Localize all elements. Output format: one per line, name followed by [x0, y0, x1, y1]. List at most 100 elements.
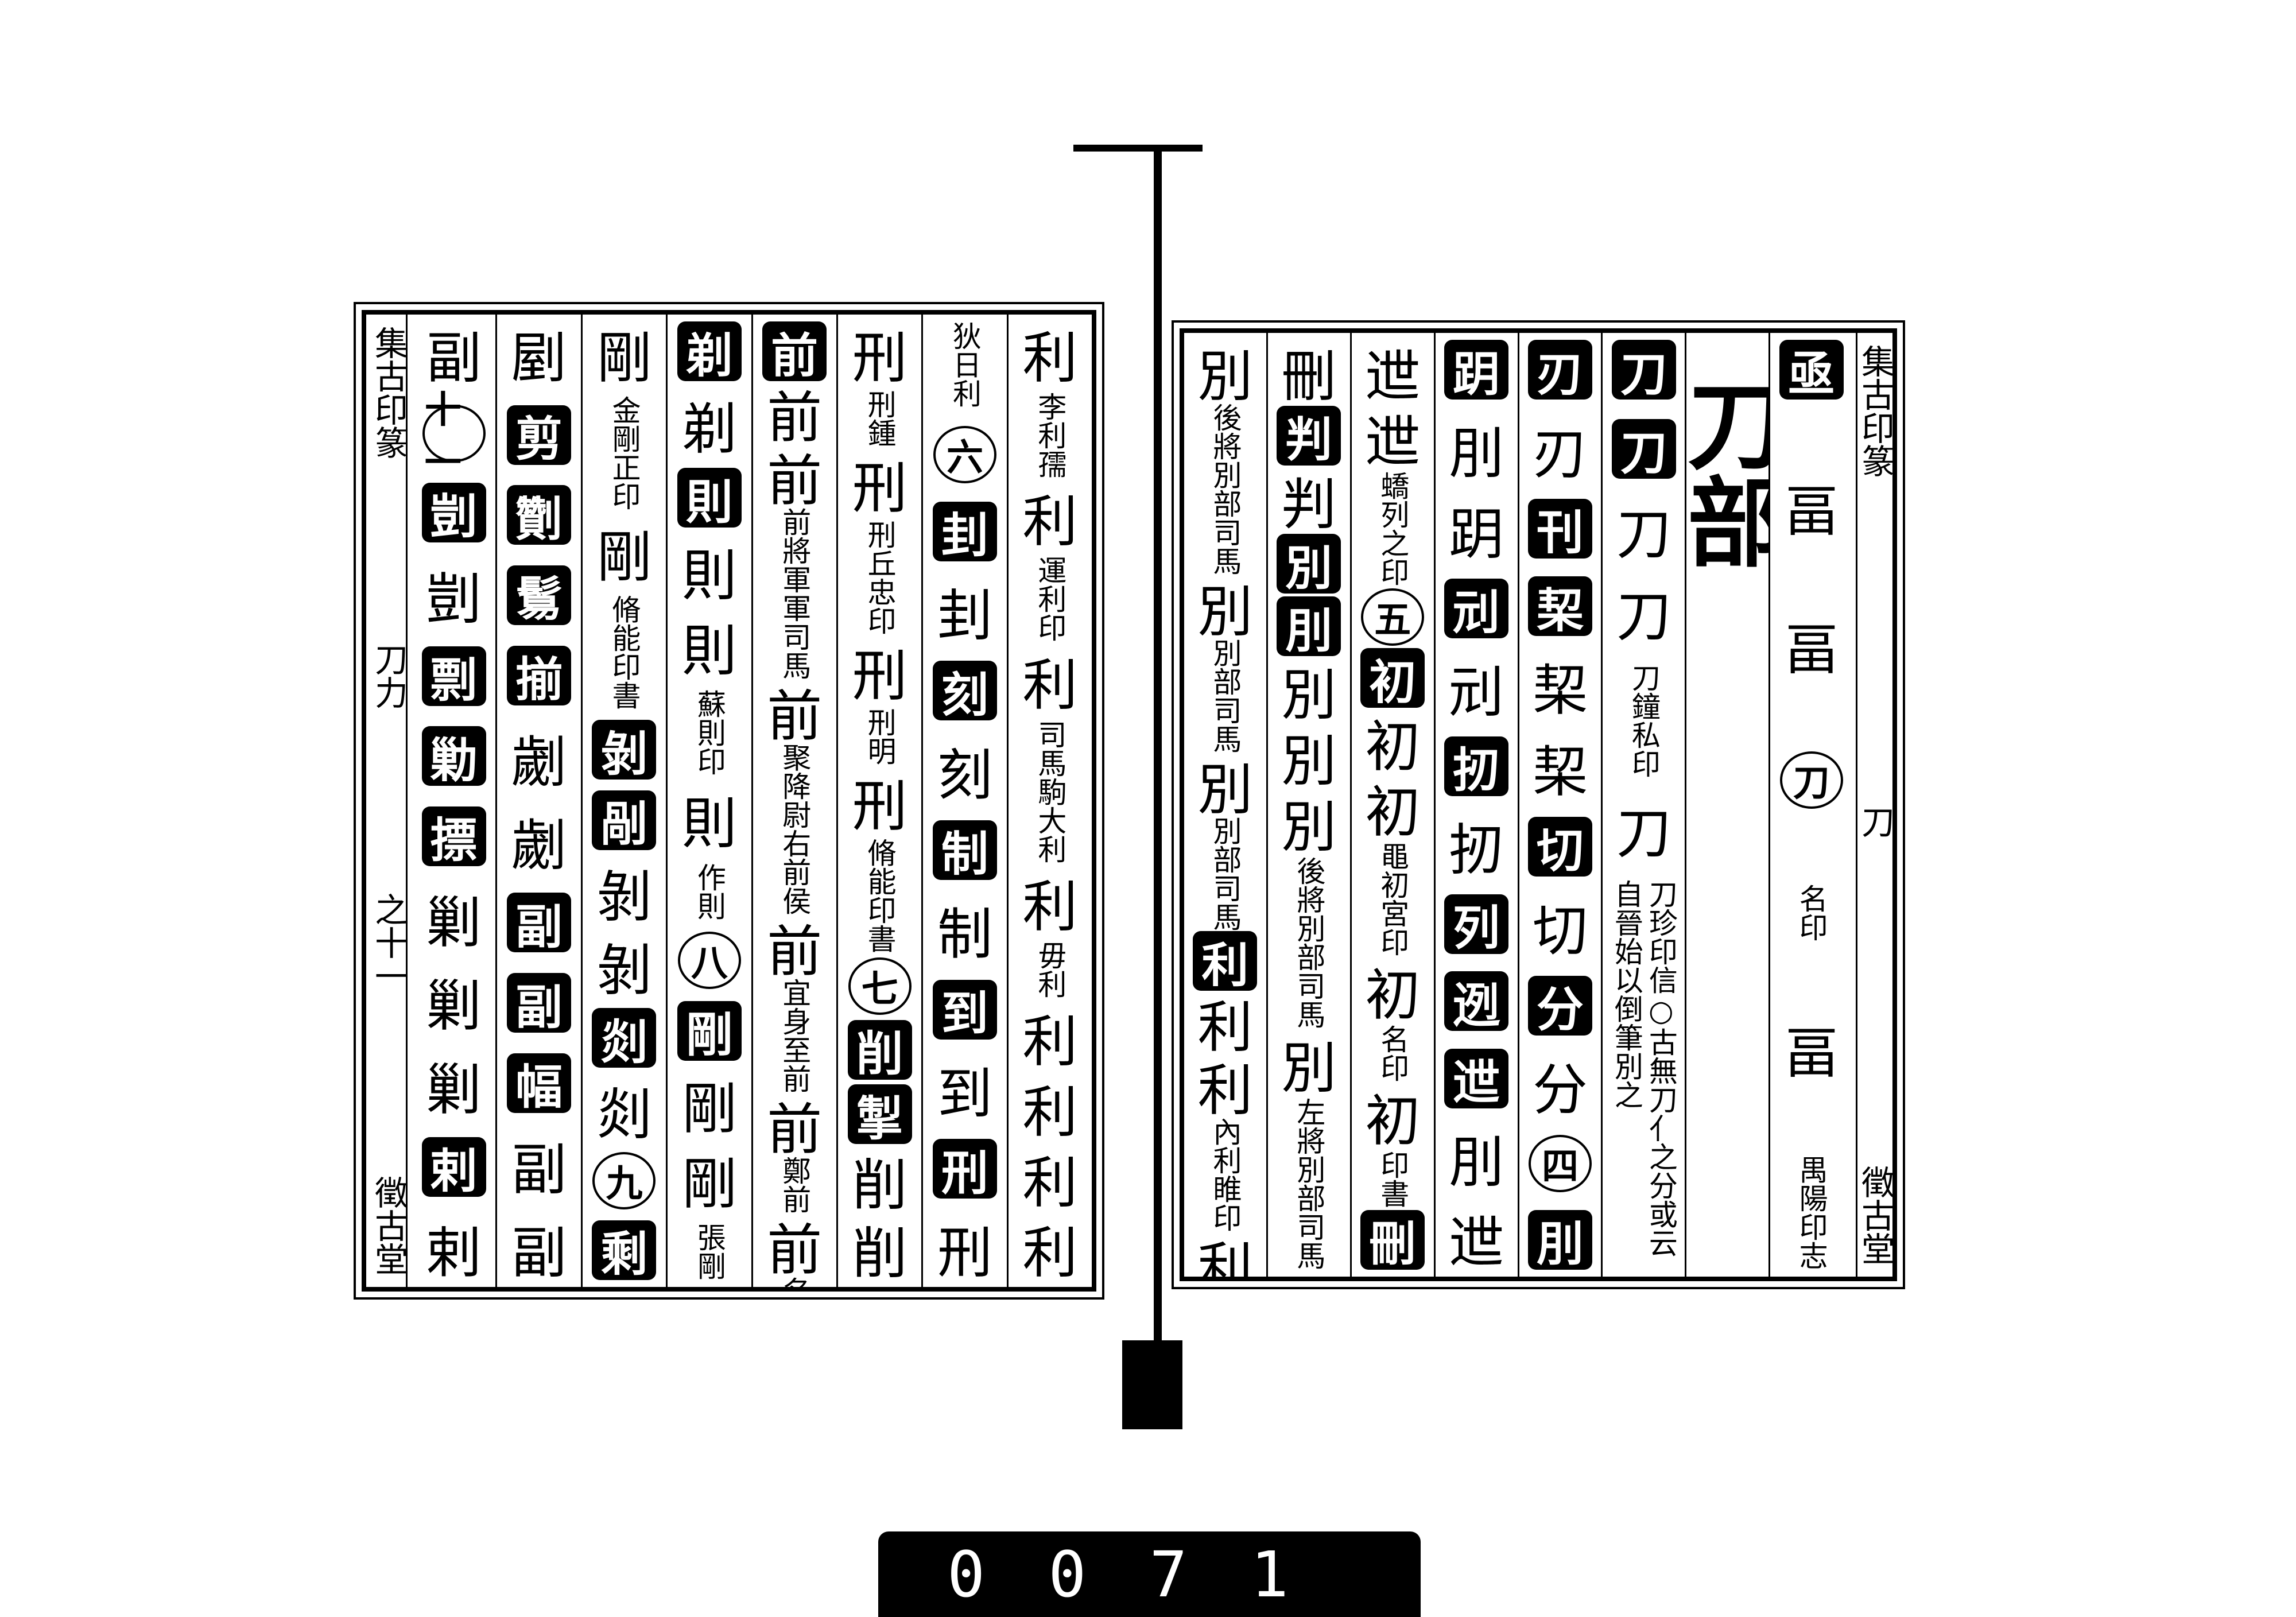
seal-caption: 蟜列之印 — [1376, 471, 1410, 586]
seal-character: 前 — [767, 919, 823, 984]
seal-character: 初 — [1365, 715, 1421, 780]
seal-character: 制 — [937, 902, 992, 967]
seal-white-on-black: 刲 — [932, 501, 997, 563]
seal-caption: 金剛正印 — [607, 395, 641, 510]
seal-caption: 張剛 — [692, 1222, 726, 1280]
seal-character: 利 — [1022, 874, 1078, 939]
seal-character: 利 — [1022, 1080, 1078, 1145]
seal-white-on-black: 前 — [762, 321, 827, 383]
seal-character: 剝 — [596, 864, 652, 929]
seal-character: 剡 — [596, 1083, 652, 1147]
seal-caption: 狄日利 — [948, 321, 982, 408]
right-margin-strip: 集古印篆刀徵古堂 — [1856, 333, 1895, 1277]
seal-caption: 別部司馬 — [1208, 638, 1242, 753]
seal-caption: 後將別部司馬 — [1208, 403, 1242, 575]
seal-character: 剛 — [681, 1077, 737, 1142]
seal-character: 利 — [1022, 1221, 1078, 1286]
seal-character: 刓 — [1449, 660, 1504, 724]
seal-white-on-black: 扨 — [1444, 736, 1509, 798]
entry-column: 別後將別部司馬別別部司馬別別部司馬利利利內利睢印利大利 — [1184, 333, 1266, 1277]
seal-character: 利 — [1022, 325, 1078, 390]
seal-character: 前 — [767, 385, 823, 450]
margin-text: 集古印篆 — [369, 326, 408, 459]
seal-white-on-black: 刀 — [1611, 418, 1676, 480]
margin-text: 集古印篆 — [1856, 344, 1895, 478]
seal-character: 刲 — [937, 583, 992, 648]
seal-character: 栔 — [1532, 658, 1588, 723]
seal-character: 跀 — [1449, 502, 1504, 567]
seal-character: 別 — [1197, 757, 1253, 822]
seal-caption: 蘇則印 — [692, 689, 726, 776]
entry-column: 前前前前將軍軍司馬前聚降尉右前侯前宜身至前前鄭前前名印 — [751, 315, 836, 1287]
seal-character: 別 — [1197, 344, 1253, 409]
seal-character: 刃 — [1532, 421, 1588, 486]
seal-character: 副 — [511, 1137, 567, 1202]
seal-character: 別 — [1197, 579, 1253, 644]
entry-column: 刃刃刊栔栔栔切切分分四刖 — [1517, 333, 1601, 1277]
left-page: 集古印篆刀力之十一徵古堂 利李利孺利運利印利司馬駒大利利毋利利利利利狄日利六刲刲… — [354, 302, 1104, 1300]
seal-white-on-black: 剩 — [592, 1220, 657, 1282]
seal-caption: 脩能印書 — [863, 837, 897, 953]
seal-character: 初 — [1365, 1088, 1421, 1153]
spine-top-bar — [1073, 145, 1203, 152]
seal-caption: 前將軍軍司馬 — [778, 507, 812, 680]
seal-white-on-black: 剴 — [421, 482, 486, 544]
seal-character: 刑 — [852, 774, 907, 839]
seal-caption: 毋利 — [1033, 941, 1067, 999]
margin-text: 刀力 — [369, 642, 408, 709]
entry-column: 跀刖跀刓刓扨扨列迾迣刖迣 — [1433, 333, 1518, 1277]
seal-character: 利 — [1197, 1236, 1253, 1277]
seal-character: 刻 — [937, 743, 992, 808]
left-margin-strip: 集古印篆刀力之十一徵古堂 — [369, 315, 408, 1287]
seal-caption: 禺陽印志 — [1794, 1155, 1828, 1270]
seal-white-on-black: 剡 — [592, 1008, 657, 1070]
seal-caption: 刑明 — [863, 707, 897, 765]
seal-white-on-black: 掣 — [847, 1084, 912, 1146]
seal-character: 刑 — [937, 1221, 992, 1286]
seal-character: 利 — [1197, 1058, 1253, 1123]
seal-caption: 宜身至前 — [778, 978, 812, 1093]
page-counter: 0071 — [878, 1531, 1421, 1617]
seal-character: 利 — [1022, 653, 1078, 718]
seal-white-on-black: 利 — [1193, 931, 1258, 993]
seal-character: 剛 — [596, 525, 652, 590]
seal-white-on-black: 勦 — [421, 726, 486, 788]
seal-white-on-black: 刀 — [1611, 340, 1676, 402]
seal-character: 畐 — [1783, 479, 1839, 544]
seal-character: 剭 — [511, 325, 567, 390]
seal-white-on-black: 到 — [932, 979, 997, 1041]
seal-caption: 刀珍印信○古無刀亻之分或云自晉始以倒筆別之 — [1609, 879, 1678, 1257]
seal-character: 刀 — [1616, 502, 1671, 567]
seal-character: 前 — [767, 1097, 823, 1162]
left-page-columns: 利李利孺利運利印利司馬駒大利利毋利利利利利狄日利六刲刲刻刻制制到到刑刑刑刑鍾刑刑… — [412, 315, 1092, 1287]
seal-white-on-black: 剝 — [592, 720, 657, 782]
seal-character: 判 — [1281, 472, 1337, 537]
seal-character: 刑 — [852, 325, 907, 390]
seal-white-on-black: 剛 — [677, 1001, 742, 1063]
seal-character: 刪 — [1281, 344, 1337, 409]
seal-white-on-black: 鬄 — [507, 565, 572, 627]
seal-white-on-black: 栔 — [1527, 576, 1592, 638]
seal-caption: 刑鍾 — [863, 389, 897, 447]
seal-character: 別 — [1281, 795, 1337, 860]
circled-numeral: 刀 — [1779, 751, 1843, 809]
seal-caption: 司馬駒大利 — [1033, 719, 1067, 863]
entry-column: 剃剃則則則蘇則印則作則八剛剛剛張剛 — [666, 315, 751, 1287]
seal-caption: 作則 — [692, 862, 726, 920]
seal-character: 剝 — [596, 939, 652, 1003]
seal-caption: 名印 — [1376, 1024, 1410, 1082]
seal-white-on-black: 迣 — [1444, 1048, 1509, 1110]
seal-character: 前 — [767, 684, 823, 749]
seal-white-on-black: 刪 — [1360, 1209, 1425, 1271]
seal-character: 利 — [1197, 995, 1253, 1060]
seal-caption: 名印 — [777, 1277, 812, 1287]
entry-column: 刑刑鍾刑刑丘忠印刑刑明刑脩能印書七削掣削削 — [836, 315, 921, 1287]
entry-column: 剛金剛正印剛脩能印書剝剮剝剝剡剡九剩 — [580, 315, 666, 1287]
seal-character: 初 — [1365, 963, 1421, 1028]
seal-white-on-black: 切 — [1527, 816, 1592, 878]
circled-numeral: 八 — [677, 932, 741, 990]
circled-numeral: 四 — [1528, 1134, 1592, 1192]
seal-character: 剃 — [681, 397, 737, 462]
circled-numeral: 九 — [592, 1152, 656, 1210]
seal-character: 切 — [1532, 898, 1588, 963]
